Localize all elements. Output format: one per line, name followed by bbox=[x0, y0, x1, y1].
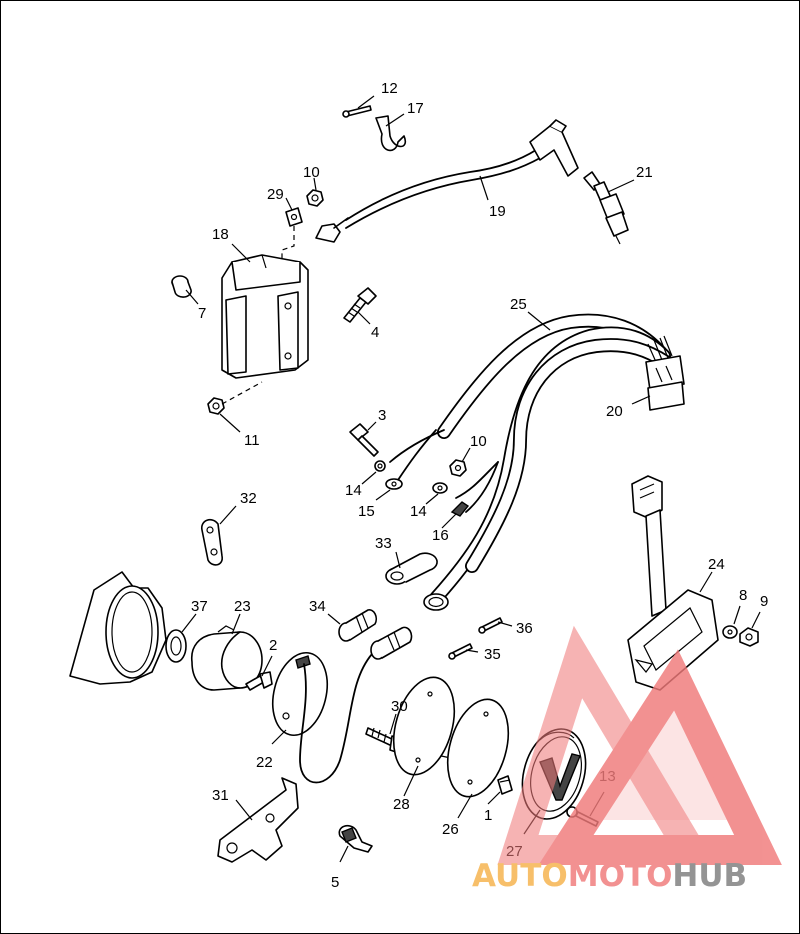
callout-30: 30 bbox=[391, 698, 408, 715]
callout-25: 25 bbox=[510, 296, 527, 313]
callout-10-top: 10 bbox=[303, 164, 320, 181]
nut-9 bbox=[739, 627, 759, 647]
bracket-32 bbox=[201, 518, 223, 566]
spark-plug-wire-19 bbox=[315, 119, 579, 243]
terminal-15 bbox=[385, 478, 403, 490]
screw-2 bbox=[245, 671, 273, 691]
nut-10-harness bbox=[449, 459, 467, 477]
nut-10-top bbox=[306, 189, 324, 207]
callout-2: 2 bbox=[269, 637, 277, 654]
callout-numbers: 12 17 10 21 29 19 18 7 4 25 20 11 3 10 1… bbox=[191, 80, 768, 891]
callout-19: 19 bbox=[489, 203, 506, 220]
callout-17: 17 bbox=[407, 100, 424, 117]
clip-29 bbox=[285, 207, 303, 227]
callout-18: 18 bbox=[212, 226, 229, 243]
ignition-module-24 bbox=[627, 475, 719, 691]
callout-5: 5 bbox=[331, 874, 339, 891]
callout-20: 20 bbox=[606, 403, 623, 420]
callout-34: 34 bbox=[309, 598, 326, 615]
wiring-harness-25 bbox=[389, 313, 673, 605]
ignition-coil-18 bbox=[221, 254, 309, 379]
terminal-16 bbox=[450, 501, 470, 517]
callout-26: 26 bbox=[442, 821, 459, 838]
callout-3: 3 bbox=[378, 407, 386, 424]
callout-32: 32 bbox=[240, 490, 257, 507]
callout-29: 29 bbox=[267, 186, 284, 203]
pin-35 bbox=[448, 643, 473, 660]
callout-37: 37 bbox=[191, 598, 208, 615]
callout-24: 24 bbox=[708, 556, 725, 573]
leader-lines bbox=[181, 95, 761, 863]
callout-21: 21 bbox=[636, 164, 653, 181]
nut-11 bbox=[207, 397, 225, 415]
coil-mount-line bbox=[221, 381, 263, 405]
callout-9: 9 bbox=[760, 593, 768, 610]
pin-12 bbox=[342, 105, 372, 118]
callout-11: 11 bbox=[244, 432, 260, 449]
clip-17 bbox=[375, 115, 407, 152]
bolt-4 bbox=[343, 287, 377, 323]
clamp-23 bbox=[190, 625, 263, 691]
callout-36: 36 bbox=[516, 620, 533, 637]
plate-26 bbox=[446, 698, 510, 798]
grommet-33 bbox=[385, 552, 438, 585]
cover-housing bbox=[69, 571, 167, 685]
clip-5 bbox=[338, 824, 373, 853]
callout-10-harness: 10 bbox=[470, 433, 487, 450]
callout-33: 33 bbox=[375, 535, 392, 552]
pin-36 bbox=[478, 617, 503, 634]
sensor-plate-22 bbox=[272, 651, 373, 784]
screw-3 bbox=[349, 423, 379, 457]
watermark-hub: HUB bbox=[672, 858, 747, 894]
screw-1 bbox=[497, 775, 513, 795]
automotohub-watermark: AUTOMOTOHUB bbox=[472, 625, 782, 894]
harness-sleeve-end bbox=[423, 593, 449, 611]
ring-terminal-14-right bbox=[432, 482, 448, 494]
connector-20 bbox=[645, 335, 685, 411]
callout-1: 1 bbox=[484, 807, 492, 824]
clip-mount-line bbox=[281, 226, 295, 262]
callout-4: 4 bbox=[371, 324, 379, 341]
callout-31: 31 bbox=[212, 787, 229, 804]
callout-16: 16 bbox=[432, 527, 449, 544]
connector-34 bbox=[338, 609, 378, 642]
callout-14-left: 14 bbox=[345, 482, 362, 499]
callout-7: 7 bbox=[198, 305, 206, 322]
watermark-moto: MOTO bbox=[568, 858, 673, 894]
gasket-37 bbox=[165, 629, 187, 663]
callout-28: 28 bbox=[393, 796, 410, 813]
ring-terminal-14-left bbox=[374, 460, 386, 472]
callout-15: 15 bbox=[358, 503, 375, 520]
spark-plug-21 bbox=[583, 171, 629, 245]
svg-text:AUTOMOTOHUB: AUTOMOTOHUB bbox=[472, 858, 747, 894]
callout-12: 12 bbox=[381, 80, 398, 97]
callout-8: 8 bbox=[739, 587, 747, 604]
connector-plug bbox=[370, 626, 413, 660]
bracket-31 bbox=[217, 777, 299, 863]
callout-14-right: 14 bbox=[410, 503, 427, 520]
washer-8 bbox=[722, 625, 738, 639]
spacer-7 bbox=[171, 275, 192, 298]
callout-35: 35 bbox=[484, 646, 501, 663]
watermark-auto: AUTO bbox=[472, 858, 568, 894]
gasket-28 bbox=[392, 676, 456, 776]
callout-22: 22 bbox=[256, 754, 273, 771]
callout-23: 23 bbox=[234, 598, 251, 615]
